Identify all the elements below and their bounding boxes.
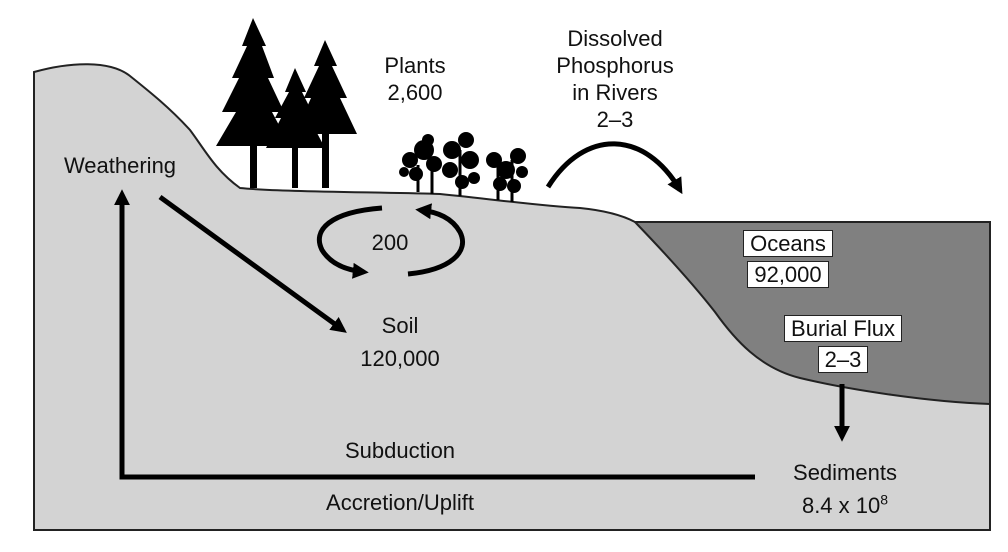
sediments-exponent: 8 — [880, 491, 889, 508]
accretion-label: Accretion/Uplift — [326, 490, 474, 515]
cycle-arrow-left — [316, 205, 383, 279]
burial-flux-label: Burial Flux 2–3 — [768, 315, 918, 373]
sediments-label: Sediments 8.4 x 108 — [770, 459, 920, 519]
soil-title: Soil — [381, 313, 419, 338]
rivers-line2: Phosphorus — [556, 53, 674, 78]
plants-value: 2,600 — [387, 80, 443, 105]
subduction-label: Subduction — [344, 438, 456, 463]
weathering-to-soil-arrow — [158, 194, 347, 333]
oceans-value: 92,000 — [747, 261, 829, 288]
soil-label: Soil 120,000 — [340, 312, 460, 372]
rivers-line1: Dissolved — [567, 26, 663, 51]
plants-title: Plants — [384, 53, 446, 78]
land-cross-section — [33, 63, 991, 531]
sediments-base: 8.4 x 10 — [801, 493, 881, 518]
plants-label: Plants 2,600 — [365, 52, 465, 106]
cycle-arrow-right — [407, 203, 465, 277]
sediments-value: 8.4 x 108 — [770, 492, 920, 519]
oceans-label: Oceans 92,000 — [718, 230, 858, 288]
burial-title: Burial Flux — [784, 315, 902, 342]
rivers-line3: in Rivers — [572, 80, 658, 105]
weathering-label: Weathering — [63, 153, 177, 178]
ocean — [632, 221, 991, 406]
sediments-title: Sediments — [793, 460, 897, 485]
shrub-icon — [399, 132, 528, 202]
rivers-value: 2–3 — [596, 107, 634, 132]
conifer-tree-icon — [216, 18, 357, 188]
river-transport-arrow — [545, 141, 683, 195]
oceans-title: Oceans — [743, 230, 833, 257]
rivers-label: Dissolved Phosphorus in Rivers 2–3 — [535, 25, 695, 133]
accretion-uplift-arrow — [113, 189, 755, 480]
burial-value: 2–3 — [817, 346, 869, 373]
soil-value: 120,000 — [360, 346, 440, 371]
soil-cycle-value: 200 — [371, 230, 409, 255]
